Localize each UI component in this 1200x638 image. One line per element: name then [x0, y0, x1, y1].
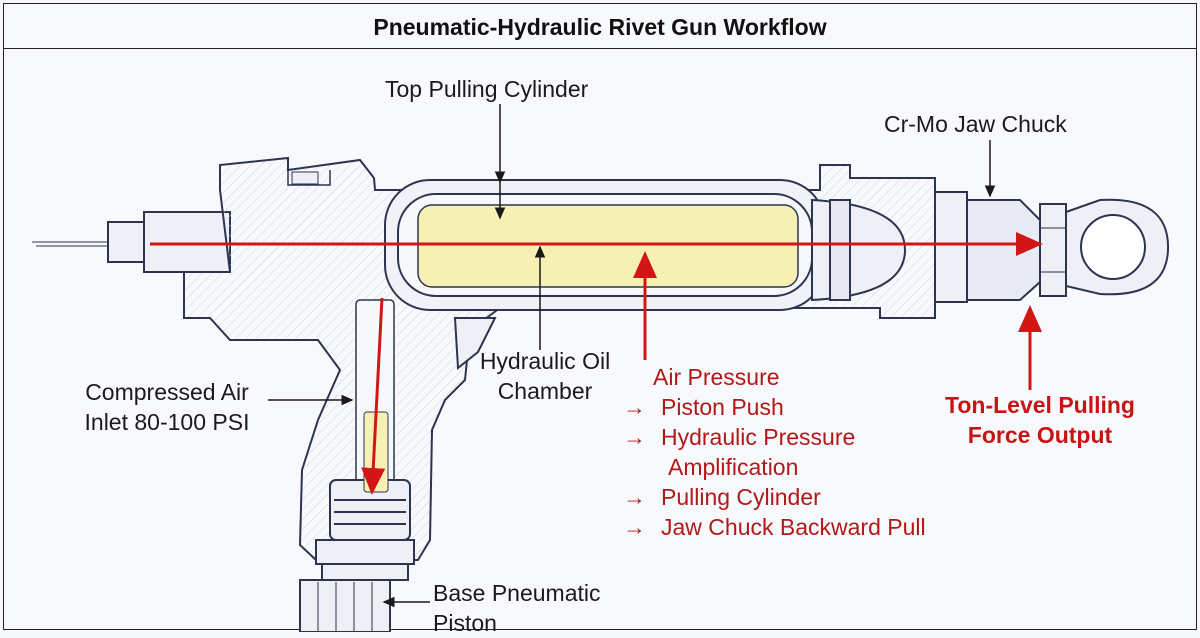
- leader-lines: [268, 104, 996, 608]
- label-line: Inlet 80-100 PSI: [84, 409, 250, 435]
- workflow-step: → Piston Push: [623, 392, 926, 422]
- label-hydraulic-oil-chamber: Hydraulic Oil Chamber: [470, 346, 620, 406]
- label-line: Base Pneumatic: [433, 580, 601, 606]
- arrow-right-icon: →: [623, 484, 646, 510]
- workflow-step-text: Jaw Chuck Backward Pull: [661, 514, 926, 540]
- label-line: Compressed Air: [85, 379, 249, 405]
- hydraulic-oil-chamber: [417, 204, 799, 288]
- label-force-output: Ton-Level Pulling Force Output: [925, 390, 1155, 450]
- label-line: Chamber: [497, 378, 593, 404]
- workflow-step-text: Hydraulic Pressure: [661, 424, 856, 450]
- label-line: Ton-Level Pulling: [945, 392, 1135, 418]
- arrow-right-icon: →: [623, 514, 646, 540]
- workflow-step: → Jaw Chuck Backward Pull: [623, 512, 926, 542]
- workflow-step-text: Piston Push: [661, 394, 784, 420]
- arrow-right-icon: →: [623, 394, 646, 420]
- workflow-steps: Air Pressure → Piston Push → Hydraulic Pre…: [623, 362, 926, 542]
- workflow-step: → Pulling Cylinder: [623, 482, 926, 512]
- diagram-title: Pneumatic-Hydraulic Rivet Gun Workflow: [4, 4, 1196, 49]
- workflow-step: → Hydraulic Pressure: [623, 422, 926, 452]
- label-top-pulling-cylinder: Top Pulling Cylinder: [385, 76, 589, 102]
- workflow-heading: Air Pressure: [653, 364, 780, 390]
- label-compressed-air-inlet: Compressed Air Inlet 80-100 PSI: [72, 377, 262, 437]
- workflow-step-continuation: Amplification: [668, 454, 799, 480]
- label-line: Piston: [433, 610, 497, 636]
- workflow-step-text: Pulling Cylinder: [661, 484, 821, 510]
- label-line: Force Output: [967, 422, 1113, 448]
- label-line: Hydraulic Oil: [479, 348, 611, 374]
- label-base-pneumatic-piston: Base Pneumatic Piston: [433, 578, 600, 638]
- label-jaw-chuck: Cr-Mo Jaw Chuck: [884, 111, 1067, 137]
- arrow-right-icon: →: [623, 424, 646, 450]
- grip-flow-arrow: [361, 297, 386, 495]
